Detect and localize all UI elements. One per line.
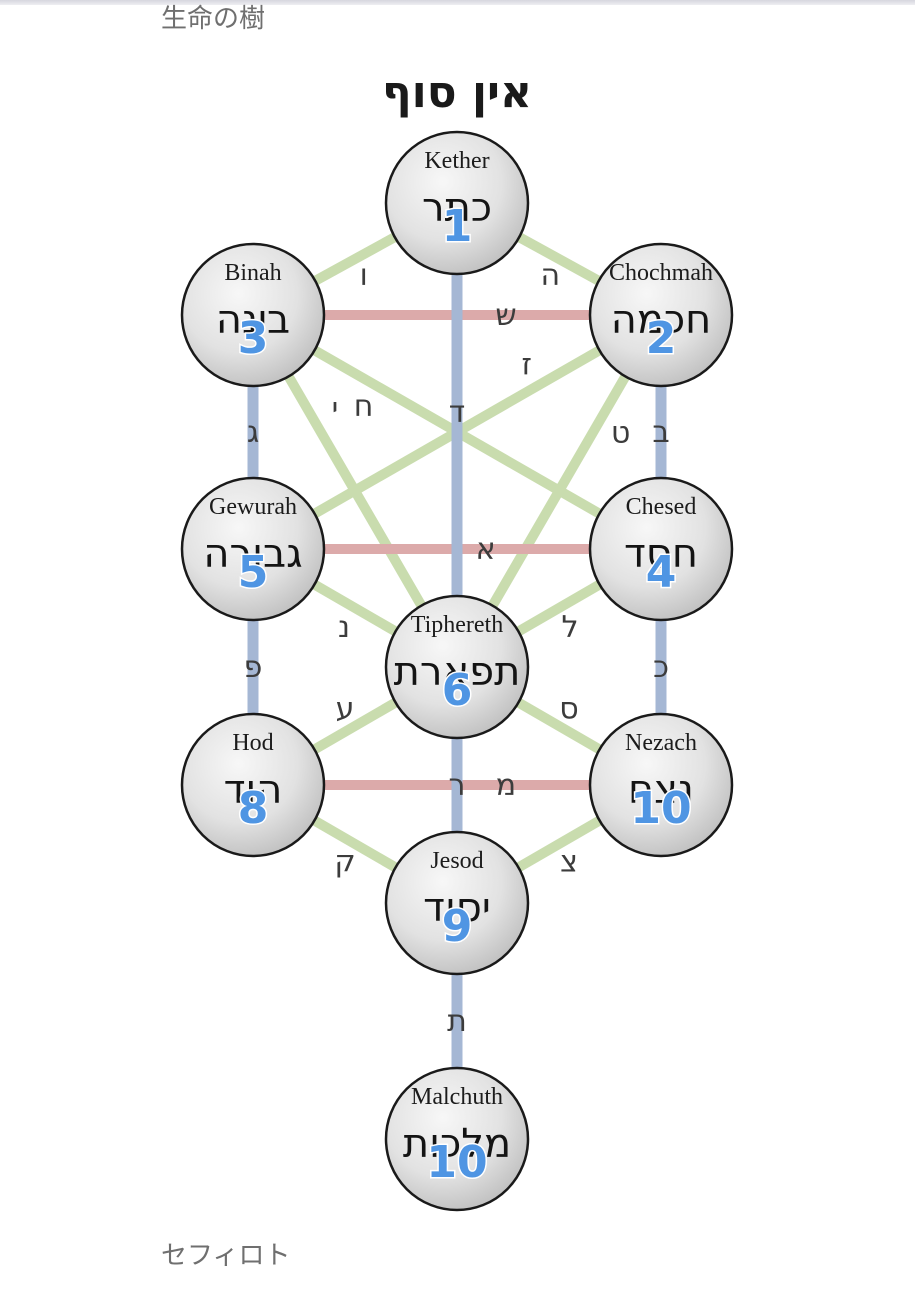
sephirah-circle bbox=[588, 242, 734, 388]
sephirah-circle bbox=[384, 1066, 530, 1212]
sephirah-name: Jesod bbox=[430, 848, 483, 874]
sephirah-name: Binah bbox=[224, 260, 281, 286]
sephirah-hebrew: הוד bbox=[224, 767, 283, 813]
caption-bottom: セフィロト bbox=[161, 1241, 291, 1271]
sephirah-hebrew: בינה bbox=[216, 297, 290, 343]
path-letter-kether-tiphereth: ד bbox=[449, 395, 465, 430]
sephirah-number: 2 bbox=[646, 313, 677, 364]
sephirah-hebrew: תפארת bbox=[394, 649, 521, 695]
sephirah-circle bbox=[588, 712, 734, 858]
path-letter-hod-nezach: מ bbox=[496, 768, 516, 803]
sephirah-number: 10 bbox=[630, 783, 691, 834]
path-letter-chochmah-gewurah: ז bbox=[522, 347, 532, 382]
sephirah-number: 3 bbox=[238, 313, 269, 364]
sephirah-name: Kether bbox=[424, 148, 489, 174]
sephirah-number: 8 bbox=[238, 783, 269, 834]
sephirah-circle bbox=[384, 594, 530, 740]
path-letter-kether-chochmah: ה bbox=[540, 258, 560, 293]
path-letter-tiphereth-nezach: ס bbox=[559, 692, 578, 727]
path-letter-binah-tiphereth: י bbox=[332, 392, 339, 427]
path-letter-tiphereth-jesod: ר bbox=[449, 768, 466, 803]
sephirah-number: 9 bbox=[442, 901, 473, 952]
sephirah-number: 1 bbox=[442, 201, 473, 252]
sephirah-hebrew: חסד bbox=[624, 531, 698, 577]
sephirah-hebrew: כתר bbox=[422, 185, 492, 231]
sephirah-circle bbox=[384, 130, 530, 276]
sephirah-number: 4 bbox=[646, 547, 677, 598]
path-letter-binah-gewurah: ג bbox=[247, 415, 259, 450]
path-letter-hod-jesod: ק bbox=[334, 844, 355, 879]
sephirah-number: 6 bbox=[442, 665, 473, 716]
path-letter-nezach-jesod: צ bbox=[560, 844, 578, 879]
sephirah-name: Malchuth bbox=[411, 1084, 503, 1110]
sephirah-name: Nezach bbox=[625, 730, 697, 756]
sephirah-name: Hod bbox=[232, 730, 273, 756]
sephirah-hebrew: יסוד bbox=[423, 885, 491, 931]
top-divider bbox=[0, 0, 915, 5]
path-letter-jesod-malchuth: ת bbox=[447, 1004, 467, 1039]
sephirah-circle bbox=[384, 830, 530, 976]
sephirah-hebrew: חכמה bbox=[611, 297, 712, 343]
sephirah-circle bbox=[180, 712, 326, 858]
sephirah-circle bbox=[588, 476, 734, 622]
path-letter-chochmah-chesed: ב bbox=[652, 415, 669, 450]
sephirot-layer: Ketherכתר1Chochmahחכמה2Binahבינה3Chesedח… bbox=[180, 130, 734, 1212]
path-letter-tiphereth-hod: ע bbox=[336, 692, 355, 727]
sephirah-number: 10 bbox=[426, 1137, 487, 1188]
sephirah-name: Chochmah bbox=[609, 260, 713, 286]
sephirah-name: Chesed bbox=[626, 494, 697, 520]
sephirah-circle bbox=[180, 242, 326, 388]
ain-soph-label: אין סוף bbox=[382, 67, 532, 118]
path-letter-binah-chochmah: ש bbox=[495, 298, 516, 333]
sephirah-hebrew: מלכות bbox=[403, 1121, 511, 1167]
path-letter-gewurah-hod: פ bbox=[244, 650, 263, 685]
sephirah-circle bbox=[180, 476, 326, 622]
sephirah-hebrew: נצח bbox=[628, 767, 694, 813]
path-letter-chesed-nezach: כ bbox=[653, 650, 669, 685]
path-letter-gewurah-tiphereth: נ bbox=[338, 610, 350, 645]
sephirah-number: 5 bbox=[238, 547, 269, 598]
path-letter-binah-chesed: ח bbox=[354, 389, 374, 424]
sephirah-hebrew: גבורה bbox=[203, 531, 302, 577]
path-letter-chesed-tiphereth: ל bbox=[561, 610, 578, 645]
sephirah-name: Gewurah bbox=[209, 494, 297, 520]
caption-top: 生命の樹 bbox=[161, 4, 266, 34]
sephirah-name: Tiphereth bbox=[411, 612, 503, 638]
path-letter-chochmah-tiphereth: ט bbox=[611, 416, 630, 451]
path-letter-gewurah-chesed: א bbox=[476, 532, 496, 567]
path-letter-kether-binah: ו bbox=[360, 258, 368, 293]
